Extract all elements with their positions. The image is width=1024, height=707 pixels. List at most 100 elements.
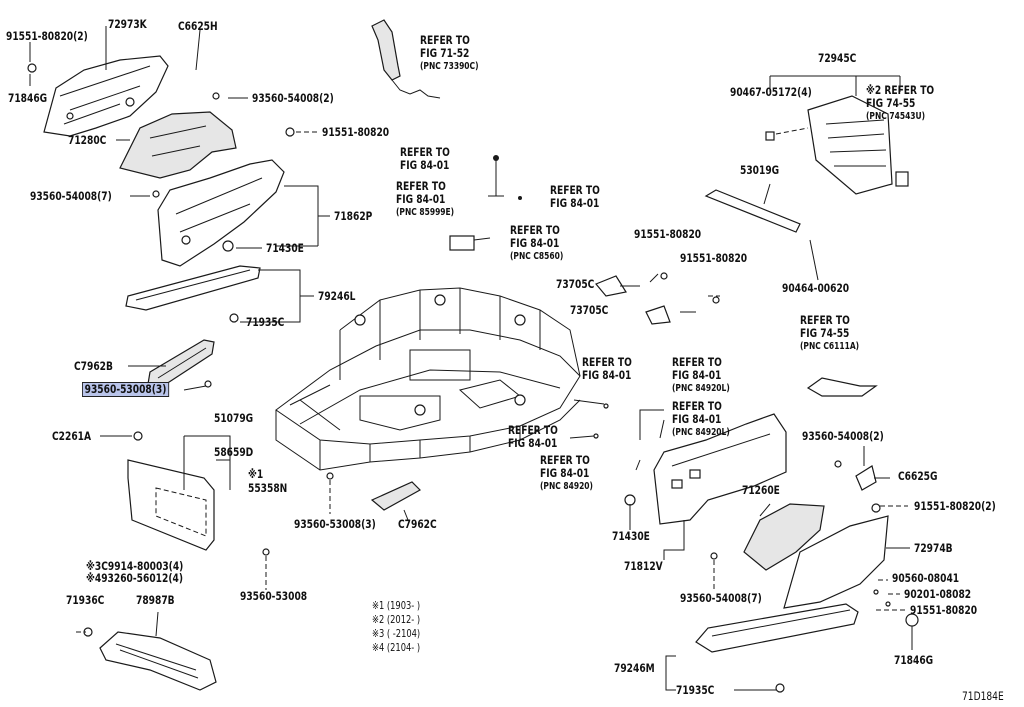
ref-line: FIG 74-55	[800, 326, 850, 340]
label-71936c: 71936C	[66, 593, 105, 607]
label-93560-54008-2-top: 93560-54008(2)	[252, 91, 334, 105]
note-4: ※4 (2104- )	[372, 642, 421, 654]
bracket-c7962b	[147, 339, 215, 389]
label-mark-1: ※1	[248, 467, 264, 481]
ref-line: FIG 84-01	[396, 192, 446, 206]
label-91551-80820-top: 91551-80820	[322, 125, 390, 139]
label-c6625g: C6625G	[898, 469, 938, 483]
ref-line: FIG 84-01	[672, 412, 722, 426]
ref-fig-74-55-pnc-74543u: ※2 REFER TO FIG 74-55 (PNC 74543U)	[866, 84, 934, 123]
note-1: ※1 (1903- )	[372, 600, 421, 612]
label-71430e-bottom: 71430E	[612, 529, 650, 543]
label-93560-53008-3-bottom: 93560-53008(3)	[294, 517, 376, 531]
ref-fig-84-01-pnc-84920l-a: REFER TO FIG 84-01 (PNC 84920L)	[672, 356, 730, 395]
label-71280c: 71280C	[68, 133, 107, 147]
ref-line: FIG 84-01	[550, 196, 600, 210]
ref-line: FIG 84-01	[540, 466, 590, 480]
ref-line: REFER TO	[672, 355, 722, 369]
label-90467-05172: 90467-05172(4)	[730, 85, 812, 99]
ref-line: (PNC 84920L)	[672, 427, 730, 438]
ref-line: (PNC C6111A)	[800, 341, 860, 352]
ref-line: REFER TO	[510, 223, 560, 237]
panel-72945c	[765, 95, 909, 195]
label-71862p: 71862P	[334, 209, 373, 223]
note-2: ※2 (2012- )	[372, 614, 421, 626]
label-90464-00620: 90464-00620	[782, 281, 850, 295]
label-71260e: 71260E	[742, 483, 780, 497]
label-79246m: 79246M	[614, 661, 655, 675]
label-93560-54008-2-right: 93560-54008(2)	[802, 429, 884, 443]
cover-78987b	[99, 631, 217, 691]
label-71846g-left: 71846G	[8, 91, 48, 105]
label-73705c-1: 73705C	[556, 277, 595, 291]
leader-lines	[29, 26, 913, 691]
ref-fig-84-01-a: REFER TO FIG 84-01	[400, 146, 450, 172]
ref-line: FIG 71-52	[420, 46, 470, 60]
label-78987b: 78987B	[136, 593, 175, 607]
ref-fig-84-01-b: REFER TO FIG 84-01	[550, 184, 600, 210]
label-71935c-bottom: 71935C	[676, 683, 715, 697]
ref-line: REFER TO	[540, 453, 590, 467]
panel-71862p	[157, 159, 285, 267]
label-79246l: 79246L	[318, 289, 356, 303]
connectors	[449, 155, 522, 251]
seat-frame	[275, 287, 581, 471]
ref-fig-84-01-pnc-85999e: REFER TO FIG 84-01 (PNC 85999E)	[396, 180, 454, 219]
diagram-id: 71D184E	[962, 689, 1004, 703]
part-93260: 93260-56012(4)	[101, 571, 183, 585]
label-71846g-right: 71846G	[894, 653, 934, 667]
ref-line: REFER TO	[508, 423, 558, 437]
ref-line: REFER TO	[396, 179, 446, 193]
label-53019g: 53019G	[740, 163, 780, 177]
bracket-71280c	[119, 111, 237, 179]
label-72945c: 72945C	[818, 51, 857, 65]
ref-line: ※2 REFER TO	[866, 83, 935, 97]
ref-fig-84-01-pnc-84920l-b: REFER TO FIG 84-01 (PNC 84920L)	[672, 400, 730, 439]
label-73705c-2: 73705C	[570, 303, 609, 317]
ref-line: (PNC 74543U)	[866, 111, 926, 122]
label-71812v: 71812V	[624, 559, 663, 573]
label-72973k: 72973K	[108, 17, 147, 31]
ref-line: (PNC 84920)	[540, 481, 593, 492]
brackets-73705c	[595, 275, 671, 325]
ref-line: (PNC 84920L)	[672, 383, 730, 394]
label-51079g: 51079G	[214, 411, 254, 425]
ref-fig-84-01-c: REFER TO FIG 84-01	[582, 356, 632, 382]
label-71430e-top: 71430E	[266, 241, 304, 255]
label-c7962b: C7962B	[74, 359, 113, 373]
ref-line: REFER TO	[420, 33, 470, 47]
label-93560-54008-7-left: 93560-54008(7)	[30, 189, 112, 203]
label-71935c-top: 71935C	[246, 315, 285, 329]
ref-line: (PNC 73390C)	[420, 61, 479, 72]
ref-line: FIG 74-55	[866, 96, 916, 110]
ref-line: REFER TO	[400, 145, 450, 159]
ref-fig-84-01-pnc-84920: REFER TO FIG 84-01 (PNC 84920)	[540, 454, 593, 493]
ref-line: (PNC C8560)	[510, 251, 564, 262]
label-c7962c: C7962C	[398, 517, 437, 531]
ref-line: REFER TO	[550, 183, 600, 197]
ref-line: (PNC 85999E)	[396, 207, 455, 218]
label-93560-53008-3-highlighted[interactable]: 93560-53008(3)	[82, 382, 170, 397]
label-91551-80820-r2: 91551-80820	[680, 251, 748, 265]
ref-line: FIG 84-01	[672, 368, 722, 382]
part-c9914: C9914-80003(4)	[101, 559, 184, 573]
label-c9914-80003: ※3C9914-80003(4)	[86, 560, 183, 573]
label-90201-08082: 90201-08082	[904, 587, 972, 601]
clip-c6625g	[855, 465, 877, 491]
note-3: ※3 ( -2104)	[372, 628, 421, 640]
ref-line: FIG 84-01	[510, 236, 560, 250]
label-72974b: 72974B	[914, 541, 953, 555]
strip-79246m	[695, 603, 859, 653]
pocket-c6111a	[806, 377, 878, 397]
label-93560-54008-7-bottom: 93560-54008(7)	[680, 591, 762, 605]
label-c6625h: C6625H	[178, 19, 218, 33]
box-51079g	[127, 459, 215, 551]
bracket-c7962c	[370, 481, 421, 511]
ref-line: FIG 84-01	[508, 436, 558, 450]
strip-53019g	[704, 189, 801, 233]
ref-line: REFER TO	[800, 313, 850, 327]
label-91551-80820-br: 91551-80820	[910, 603, 978, 617]
trim-panel-72973k	[43, 55, 169, 137]
